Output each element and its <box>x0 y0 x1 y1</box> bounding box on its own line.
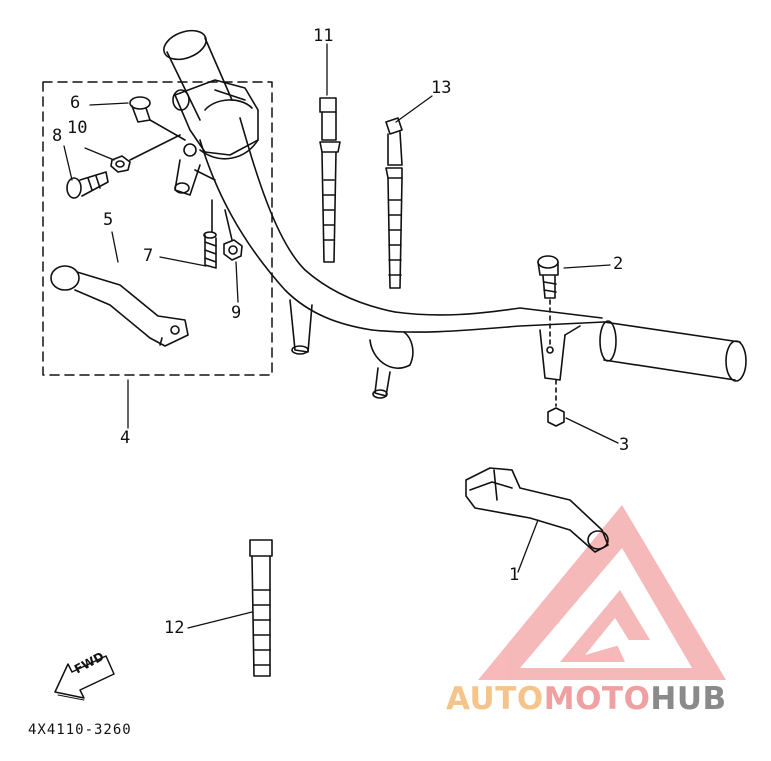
callout-7: 7 <box>143 246 154 266</box>
callout-12: 12 <box>164 618 185 638</box>
leader-lines <box>63 43 619 629</box>
watermark-hub: HUB <box>650 681 727 717</box>
nut-part-3 <box>547 379 565 427</box>
cable-tie-part-12 <box>249 539 273 677</box>
handlebar-part <box>163 29 747 399</box>
callout-3: 3 <box>619 435 630 455</box>
switch-housing-part <box>172 79 259 196</box>
screw-part-8 <box>66 171 109 199</box>
lever-part-1 <box>465 467 609 553</box>
watermark-logo <box>478 505 726 680</box>
watermark-moto: MOTO <box>543 681 651 717</box>
callout-11: 11 <box>313 26 334 46</box>
callout-2: 2 <box>613 254 624 274</box>
nut-part-9 <box>223 209 243 261</box>
bolt-part-6 <box>129 96 186 141</box>
bolt-part-2 <box>537 255 559 346</box>
nut-part-10 <box>110 134 181 173</box>
fwd-arrow-icon <box>54 655 115 701</box>
callout-13: 13 <box>431 78 452 98</box>
cable-tie-part-11 <box>319 97 341 263</box>
cable-tie-part-13 <box>385 117 403 289</box>
callout-9: 9 <box>231 303 242 323</box>
bolt-part-7 <box>203 199 217 269</box>
callout-6: 6 <box>70 93 81 113</box>
callout-1: 1 <box>509 565 520 585</box>
callout-8: 8 <box>52 126 63 146</box>
lever-part-5 <box>50 265 189 347</box>
callout-10: 10 <box>67 118 88 138</box>
callout-5: 5 <box>103 210 114 230</box>
assembly-box-outline <box>42 81 273 376</box>
watermark-text: AUTOMOTOHUB <box>446 681 727 717</box>
part-number: 4X4110-3260 <box>28 722 132 738</box>
watermark-auto: AUTO <box>446 681 544 717</box>
callout-4: 4 <box>120 428 131 448</box>
